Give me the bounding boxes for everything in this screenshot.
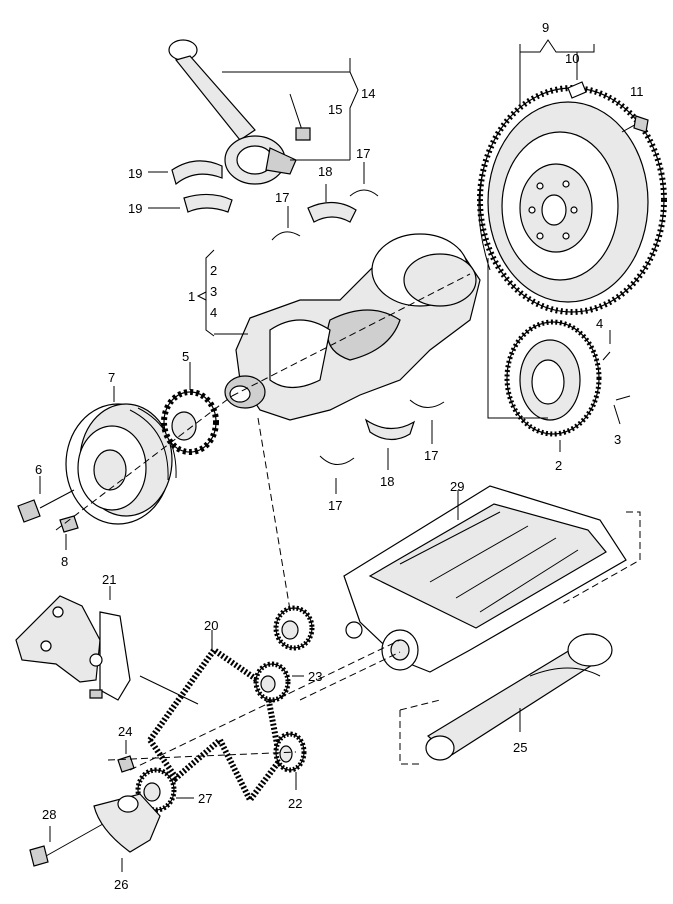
- long-bolt: [29, 819, 111, 867]
- callout-17-lower-left: 17: [328, 498, 342, 513]
- pulley-bolt: [17, 489, 75, 523]
- callout-2-bottom: 2: [555, 458, 562, 473]
- callout-19-lower: 19: [128, 201, 142, 216]
- sprocket-upper: [273, 605, 315, 651]
- callout-19-upper: 19: [128, 166, 142, 181]
- crankshaft: [224, 233, 481, 421]
- main-bearing-upper: [307, 201, 357, 223]
- callout-15: 15: [328, 102, 342, 117]
- callout-9: 9: [542, 20, 549, 35]
- callout-3: 3: [210, 284, 217, 299]
- callout-14: 14: [361, 86, 375, 101]
- callout-21: 21: [102, 572, 116, 587]
- timing-chain: [146, 645, 284, 806]
- bearing-shell-upper: [171, 160, 223, 186]
- callout-7: 7: [108, 370, 115, 385]
- callout-17-upper-right: 17: [356, 146, 370, 161]
- chain-tensioner: [15, 595, 131, 701]
- callout-2: 2: [210, 263, 217, 278]
- callout-24: 24: [118, 724, 132, 739]
- small-bolt: [59, 515, 79, 533]
- vibration-damper: [65, 403, 177, 525]
- sprocket-23: [253, 661, 291, 703]
- callout-27: 27: [198, 791, 212, 806]
- callout-6: 6: [35, 462, 42, 477]
- callout-4-right: 4: [596, 316, 603, 331]
- callout-29: 29: [450, 479, 464, 494]
- callout-18-upper: 18: [318, 164, 332, 179]
- bearing-shell-lower: [183, 193, 233, 213]
- counterweight: [93, 793, 161, 853]
- callout-10: 10: [565, 51, 579, 66]
- rod-bolt: [289, 93, 311, 141]
- thrust-washer-upper: [271, 189, 379, 241]
- callout-18-lower: 18: [380, 474, 394, 489]
- callout-11: 11: [630, 84, 644, 99]
- callout-26: 26: [114, 877, 128, 892]
- callout-3-right: 3: [614, 432, 621, 447]
- flywheel: [477, 85, 667, 315]
- callout-28: 28: [42, 807, 56, 822]
- callout-5: 5: [182, 349, 189, 364]
- connecting-rod: [168, 39, 297, 185]
- callout-1: 1: [188, 289, 195, 304]
- main-bearing-lower: [364, 418, 416, 441]
- dowel-pin: [567, 81, 587, 99]
- callout-23: 23: [308, 669, 322, 684]
- callout-25: 25: [513, 740, 527, 755]
- flywheel-bolt: [621, 115, 649, 133]
- crankshaft-sprocket: [161, 389, 219, 455]
- ladder-frame: [343, 485, 627, 673]
- thrust-washer-lower: [319, 399, 445, 465]
- balance-shaft: [425, 633, 613, 761]
- callout-17-lower-right: 17: [424, 448, 438, 463]
- callout-4: 4: [210, 305, 217, 320]
- sprocket-27: [135, 767, 177, 813]
- callout-8: 8: [61, 554, 68, 569]
- callout-20: 20: [204, 618, 218, 633]
- callout-17-upper-left: 17: [275, 190, 289, 205]
- callout-22: 22: [288, 796, 302, 811]
- sender-wheel: [504, 319, 602, 437]
